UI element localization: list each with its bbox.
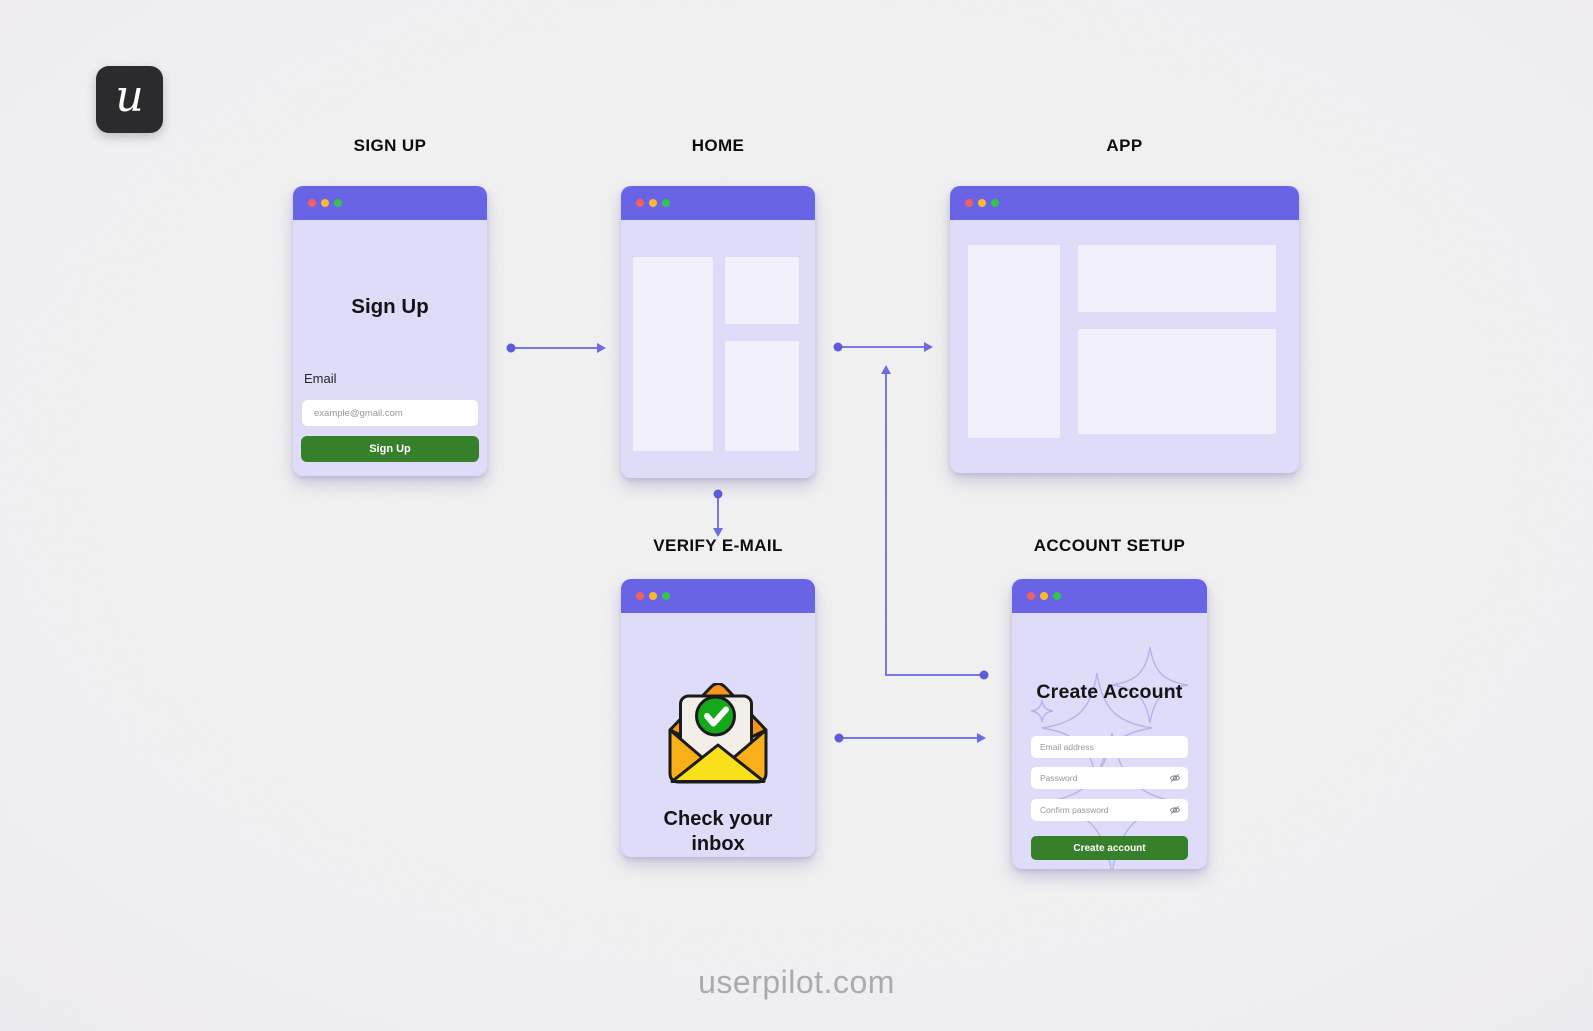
green-dot-icon	[991, 199, 999, 207]
yellow-dot-icon	[1040, 592, 1048, 600]
wireframe-block	[1078, 329, 1276, 434]
wireframe-block	[725, 341, 799, 451]
account-password-field	[1031, 767, 1188, 789]
email-label: Email	[304, 371, 337, 386]
red-dot-icon	[636, 592, 644, 600]
signup-heading: Sign Up	[351, 295, 429, 318]
yellow-dot-icon	[978, 199, 986, 207]
account-window-body: Create Account Create a	[1012, 613, 1207, 869]
red-dot-icon	[1027, 592, 1035, 600]
yellow-dot-icon	[649, 592, 657, 600]
signup-window-body: Sign Up Email Sign Up	[293, 220, 487, 476]
create-account-button[interactable]: Create account	[1031, 836, 1188, 860]
verify-window-body: Check your inbox	[621, 613, 815, 857]
step-label-app: APP	[1106, 136, 1143, 155]
account-confirm-password-field	[1031, 799, 1188, 821]
green-dot-icon	[1053, 592, 1061, 600]
step-label-account-setup: ACCOUNT SETUP	[1033, 536, 1186, 555]
red-dot-icon	[636, 199, 644, 207]
wireframe-block	[968, 245, 1060, 438]
wireframe-block	[633, 257, 713, 451]
yellow-dot-icon	[321, 199, 329, 207]
home-window	[621, 186, 815, 478]
envelope-check-icon	[668, 683, 768, 784]
email-input[interactable]	[301, 399, 479, 427]
signup-window-titlebar	[293, 186, 487, 220]
logo-letter: u	[115, 70, 144, 122]
green-dot-icon	[334, 199, 342, 207]
confirm-password-input[interactable]	[1031, 799, 1188, 821]
signup-button[interactable]: Sign Up	[301, 436, 479, 462]
watermark-text: userpilot.com	[698, 964, 895, 1000]
step-label-verify: VERIFY E-MAIL	[653, 536, 783, 555]
red-dot-icon	[965, 199, 973, 207]
home-window-titlebar	[621, 186, 815, 220]
eye-off-icon[interactable]	[1169, 804, 1181, 816]
app-window-body	[950, 220, 1299, 473]
red-dot-icon	[308, 199, 316, 207]
account-email-input[interactable]	[1031, 736, 1188, 758]
home-window-body	[621, 220, 815, 478]
step-label-home: HOME	[691, 136, 745, 155]
wireframe-block	[1078, 245, 1276, 312]
password-input[interactable]	[1031, 767, 1188, 789]
verify-email-window: Check your inbox	[621, 579, 815, 857]
app-window-titlebar	[950, 186, 1299, 220]
verify-message-line1: Check your	[663, 808, 773, 830]
yellow-dot-icon	[649, 199, 657, 207]
signup-window: Sign Up Email Sign Up	[293, 186, 487, 476]
userpilot-logo: u	[96, 66, 163, 133]
green-dot-icon	[662, 592, 670, 600]
eye-off-icon[interactable]	[1169, 772, 1181, 784]
wireframe-block	[725, 257, 799, 324]
create-account-heading: Create Account	[1036, 681, 1183, 703]
account-setup-window: Create Account Create a	[1012, 579, 1207, 869]
account-email-field	[1031, 736, 1188, 758]
green-dot-icon	[662, 199, 670, 207]
account-window-titlebar	[1012, 579, 1207, 613]
app-window	[950, 186, 1299, 473]
verify-window-titlebar	[621, 579, 815, 613]
verify-message: Check your inbox	[621, 807, 815, 857]
verify-message-line2: inbox	[691, 833, 745, 855]
step-label-signup: SIGN UP	[353, 136, 427, 155]
